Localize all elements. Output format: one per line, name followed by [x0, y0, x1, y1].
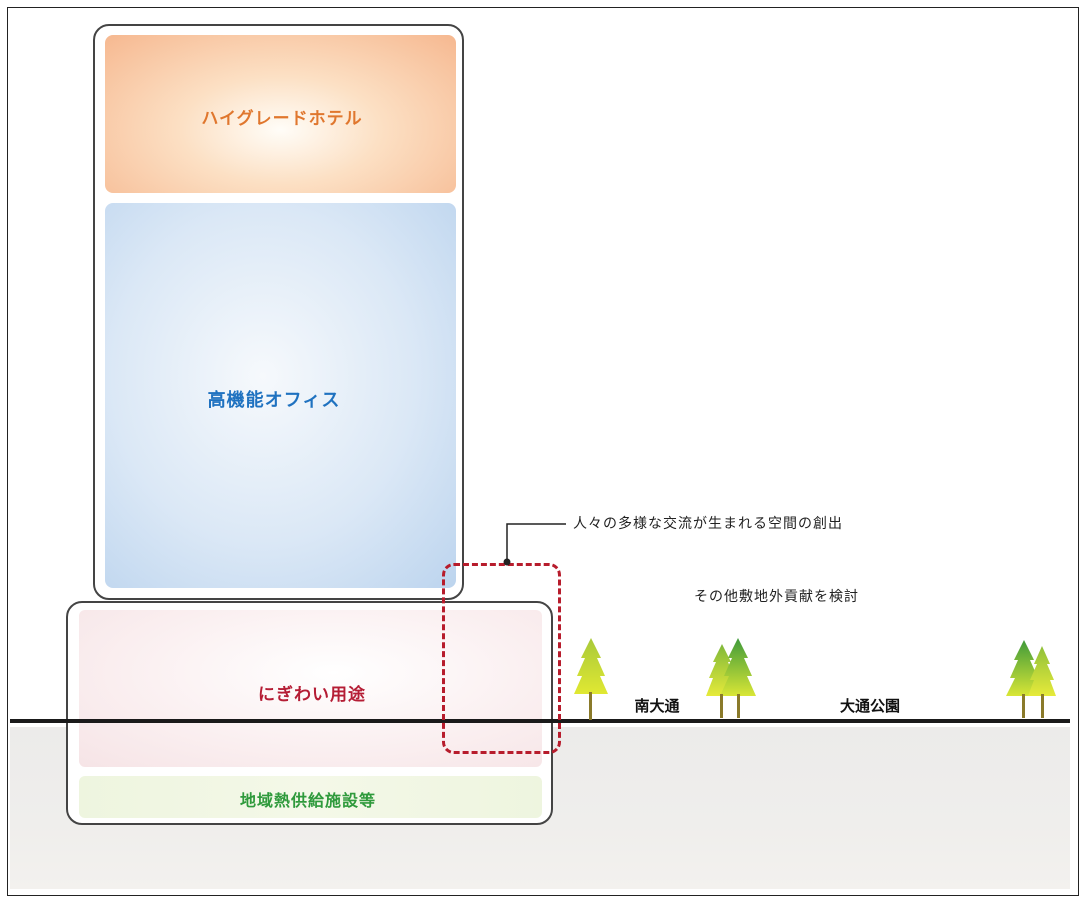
nigiwai-zone: [79, 610, 542, 767]
ground-line: [10, 719, 1070, 723]
office-zone: [105, 203, 456, 588]
exchange-space-note: 人々の多様な交流が生まれる空間の創出: [573, 516, 843, 532]
tree-icon: [574, 638, 608, 720]
tree-icon: [1006, 640, 1056, 718]
exchange-space-outline: [442, 563, 561, 754]
road-label-odori-park: 大通公園: [839, 697, 901, 715]
tree-icon: [706, 638, 756, 718]
offsite-contribution-note: その他敷地外貢献を検討: [694, 589, 859, 605]
heat-supply-zone: [79, 776, 542, 818]
hotel-label: ハイグレードホテル: [201, 109, 363, 129]
road-label-minami-odori: 南大通: [634, 697, 680, 715]
heat-supply-label: 地域熱供給施設等: [239, 791, 377, 810]
hotel-zone: [105, 35, 456, 193]
nigiwai-label: にぎわい用途: [258, 685, 366, 705]
office-label: 高機能オフィス: [207, 390, 341, 411]
